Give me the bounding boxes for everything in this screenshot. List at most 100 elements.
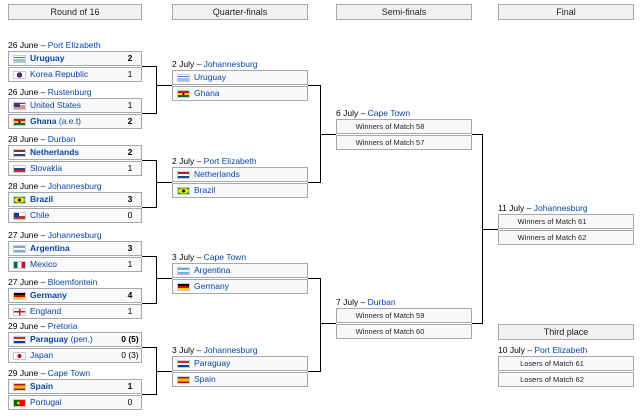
sf-match-1-venue-link[interactable]: Cape Town bbox=[367, 108, 411, 118]
r16-match-2-row-2-team-name[interactable]: Ghana (a.e.t) bbox=[30, 115, 81, 128]
spain-flag-icon bbox=[177, 376, 190, 384]
qf-match-3-row-2-team: Germany bbox=[173, 280, 280, 293]
final-match-row-2: Winners of Match 62 bbox=[498, 230, 634, 245]
qf-match-3-venue-link[interactable]: Cape Town bbox=[203, 252, 247, 262]
r16-match-1-row-1-score: 2 bbox=[119, 52, 141, 65]
r16-match-7-row-2-team-name[interactable]: Japan bbox=[30, 349, 53, 362]
third-place-match-row-2: Losers of Match 62 bbox=[498, 372, 634, 387]
qf-match-4-row-2-team-name[interactable]: Spain bbox=[194, 373, 216, 386]
sf-match-2-venue-link[interactable]: Durban bbox=[367, 297, 396, 307]
r16-match-3-row-2-team-name[interactable]: Slovakia bbox=[30, 162, 62, 175]
r16-match-8-row-2-team-name[interactable]: Portugal bbox=[30, 396, 62, 409]
r16-match-6-row-2-team-name[interactable]: England bbox=[30, 305, 61, 318]
qf-match-4-row-1-team-name[interactable]: Paraguay bbox=[194, 357, 230, 370]
sf-match-1-date: 6 July – Cape Town bbox=[336, 108, 411, 118]
third-place-match-venue-link[interactable]: Port Elizabeth bbox=[534, 345, 588, 355]
header-semi-finals: Semi-finals bbox=[336, 4, 472, 20]
qf-match-4-row-1-name-text: Paraguay bbox=[194, 358, 231, 368]
final-match-venue-link[interactable]: Johannesburg bbox=[533, 203, 588, 213]
qf-match-4-row-1-team: Paraguay bbox=[173, 357, 280, 370]
qf-match-4-row-2: Spain bbox=[172, 372, 308, 387]
r16-match-3-venue-link[interactable]: Durban bbox=[47, 134, 76, 144]
sf-match-2-row-2-placeholder: Winners of Match 60 bbox=[355, 327, 425, 336]
header-quarter-finals: Quarter-finals bbox=[172, 4, 308, 20]
r16-match-8-row-1-team-name[interactable]: Spain bbox=[30, 380, 53, 393]
r16-match-1-row-2-team-name[interactable]: Korea Republic bbox=[30, 68, 88, 81]
r16-match-8-row-2-team: Portugal bbox=[9, 396, 122, 409]
r16-match-5-row-1-team-name[interactable]: Argentina bbox=[30, 242, 70, 255]
third-place-match-row-1-score bbox=[603, 357, 633, 370]
r16-conn-3-line-v bbox=[156, 256, 157, 304]
r16-match-3-row-2: Slovakia 1 bbox=[8, 161, 142, 176]
r16-match-2-row-1-team-name[interactable]: United States bbox=[30, 99, 81, 112]
r16-match-7-row-1-team-name[interactable]: Paraguay (pen.) bbox=[30, 333, 93, 346]
header-third-place: Third place bbox=[498, 324, 634, 340]
qf-match-1-row-1-name-text: Uruguay bbox=[194, 72, 227, 82]
mexico-flag-icon bbox=[13, 261, 26, 269]
qf-match-2-date: 2 July – Port Elizabeth bbox=[172, 156, 257, 166]
r16-match-1-date: 26 June – Port Elizabeth bbox=[8, 40, 101, 50]
qf-match-3-row-1-team-name[interactable]: Argentina bbox=[194, 264, 230, 277]
qf-match-2-venue-link[interactable]: Port Elizabeth bbox=[203, 156, 257, 166]
r16-match-6-row-1-team-name[interactable]: Germany bbox=[30, 289, 67, 302]
qf-match-4-row-2-score bbox=[277, 373, 307, 386]
r16-match-2-date: 26 June – Rustenburg bbox=[8, 87, 92, 97]
sf-match-2-date-text: 7 July bbox=[336, 297, 359, 307]
r16-match-8-date-text: 29 June bbox=[8, 368, 39, 378]
r16-match-1-venue-link[interactable]: Port Elizabeth bbox=[47, 40, 101, 50]
qf-match-4-row-1: Paraguay bbox=[172, 356, 308, 371]
qf-match-3-row-2-team-name[interactable]: Germany bbox=[194, 280, 229, 293]
qf-match-1-row-1-team-name[interactable]: Uruguay bbox=[194, 71, 226, 84]
r16-match-7-row-2-name-text: Japan bbox=[30, 350, 54, 360]
third-place-match-row-2-score bbox=[603, 373, 633, 386]
argentina-flag-icon bbox=[177, 267, 190, 275]
r16-match-1-date-text: 26 June bbox=[8, 40, 39, 50]
r16-match-6-date: 27 June – Bloemfontein bbox=[8, 277, 98, 287]
r16-match-1-row-1-team-name[interactable]: Uruguay bbox=[30, 52, 64, 65]
r16-match-4-row-1-team-name[interactable]: Brazil bbox=[30, 193, 53, 206]
r16-match-3-row-2-score: 1 bbox=[119, 162, 141, 175]
r16-conn-4-line-b bbox=[142, 394, 156, 395]
qf-match-2-row-2-team-name[interactable]: Brazil bbox=[194, 184, 215, 197]
r16-match-3-row-1-team: Netherlands bbox=[9, 146, 122, 159]
r16-match-4-venue-link[interactable]: Johannesburg bbox=[47, 181, 102, 191]
r16-match-4-row-2-team-name[interactable]: Chile bbox=[30, 209, 49, 222]
r16-match-4-row-1-name-text: Brazil bbox=[30, 194, 54, 204]
r16-match-8-venue-link[interactable]: Cape Town bbox=[47, 368, 91, 378]
third-place-match-row-2-team: Losers of Match 62 bbox=[499, 373, 606, 386]
r16-match-5-row-1-score: 3 bbox=[119, 242, 141, 255]
r16-match-2-row-2-extra: (a.e.t) bbox=[56, 116, 82, 126]
r16-match-4-row-2-team: Chile bbox=[9, 209, 122, 222]
qf-match-2-row-1-score bbox=[277, 168, 307, 181]
header-final: Final bbox=[498, 4, 634, 20]
final-match-row-2-team: Winners of Match 62 bbox=[499, 231, 606, 244]
r16-match-2-venue-link[interactable]: Rustenburg bbox=[47, 87, 92, 97]
r16-match-8-row-1-score: 1 bbox=[119, 380, 141, 393]
qf-match-2-row-1: Netherlands bbox=[172, 167, 308, 182]
r16-conn-4-line-out bbox=[156, 371, 172, 372]
qf-match-2-row-1-name-text: Netherlands bbox=[194, 169, 240, 179]
r16-match-7-row-2-score: 0 (3) bbox=[119, 349, 141, 362]
spain-flag-icon bbox=[13, 383, 26, 391]
r16-match-7-venue-link[interactable]: Pretoria bbox=[47, 321, 78, 331]
qf-match-4-date-text: 3 July bbox=[172, 345, 195, 355]
qf-match-2-row-1-team-name[interactable]: Netherlands bbox=[194, 168, 240, 181]
qf-match-4-venue-link[interactable]: Johannesburg bbox=[203, 345, 258, 355]
qf-match-1-row-2-team-name[interactable]: Ghana bbox=[194, 87, 220, 100]
netherlands-flag-icon bbox=[177, 171, 190, 179]
germany-flag-icon bbox=[13, 292, 26, 300]
r16-match-2-date-text: 26 June bbox=[8, 87, 39, 97]
r16-match-5-venue-link[interactable]: Johannesburg bbox=[47, 230, 102, 240]
qf-conn-2-line-v bbox=[320, 278, 321, 372]
r16-match-1-row-2-score: 1 bbox=[119, 68, 141, 81]
r16-match-3-row-1-team-name[interactable]: Netherlands bbox=[30, 146, 79, 159]
final-match-row-1-team: Winners of Match 61 bbox=[499, 215, 606, 228]
r16-match-7-row-1-name-text: Paraguay bbox=[30, 334, 69, 344]
ghana-flag-icon bbox=[13, 118, 26, 126]
r16-match-5-row-2-team-name[interactable]: Mexico bbox=[30, 258, 57, 271]
r16-match-6-venue-link[interactable]: Bloemfontein bbox=[47, 277, 98, 287]
r16-match-5-row-2-score: 1 bbox=[119, 258, 141, 271]
usa-flag-icon bbox=[13, 102, 26, 110]
qf-match-1-venue-link[interactable]: Johannesburg bbox=[203, 59, 258, 69]
r16-match-2-row-1-score: 1 bbox=[119, 99, 141, 112]
